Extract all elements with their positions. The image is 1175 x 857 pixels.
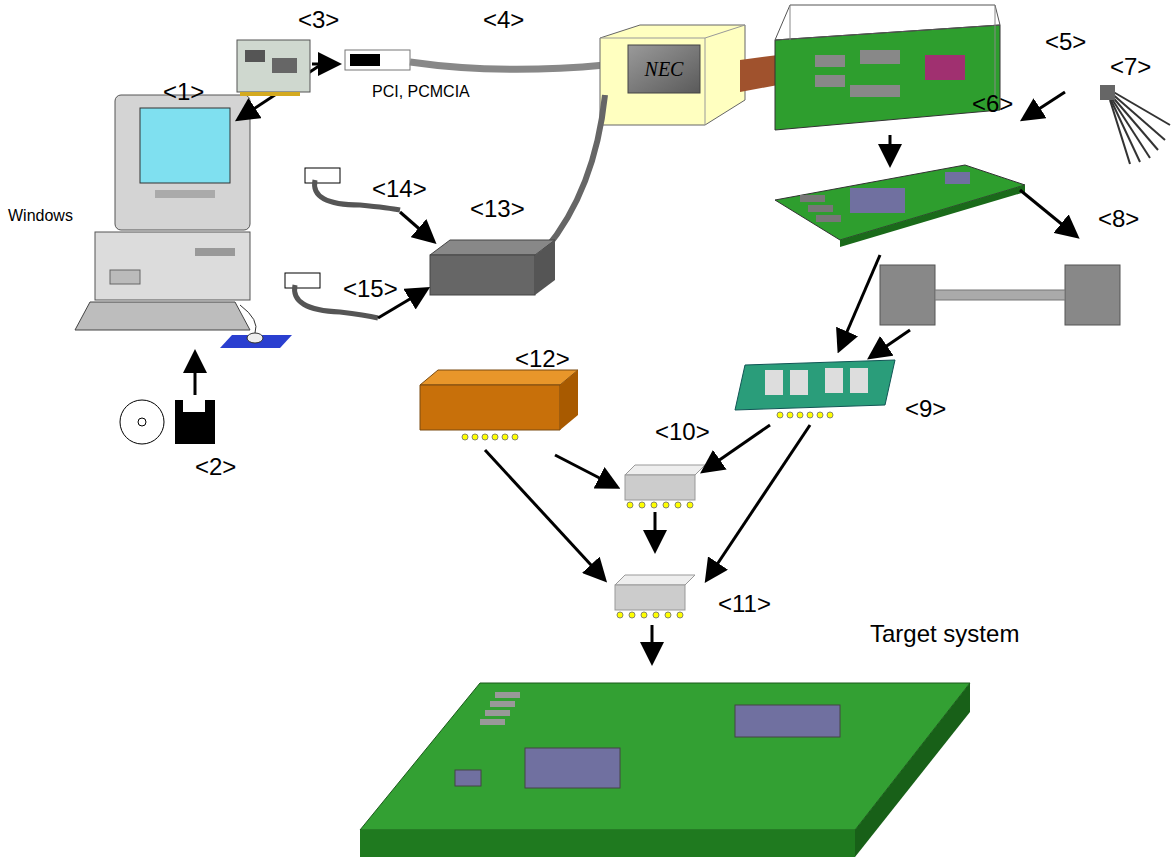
callout-number: <11>: [718, 592, 771, 616]
callout-number: <1>: [163, 80, 204, 104]
logo-text: NEC: [628, 45, 700, 93]
callout-number: <4>: [483, 8, 524, 32]
callout-number: <5>: [1045, 30, 1086, 54]
callout-number: <7>: [1110, 55, 1151, 79]
callout-number: <9>: [905, 397, 946, 421]
callout-number: <8>: [1098, 207, 1139, 231]
caption-label: Windows: [8, 208, 73, 224]
board-label: Target system: [870, 620, 1019, 648]
callout-number: <3>: [298, 8, 339, 32]
callout-number: <13>: [470, 197, 525, 221]
callout-number: <14>: [372, 177, 427, 201]
computer: [75, 95, 292, 444]
target-board: Target system: [360, 683, 970, 857]
callout-number: <15>: [343, 277, 398, 301]
callout-number: <2>: [195, 455, 236, 479]
emulator-box: NEC: [628, 45, 700, 93]
callout-number: <12>: [515, 347, 570, 371]
callout-number: <10>: [655, 420, 710, 444]
caption-label: PCI, PCMCIA: [372, 84, 470, 100]
callout-number: <6>: [972, 92, 1013, 116]
